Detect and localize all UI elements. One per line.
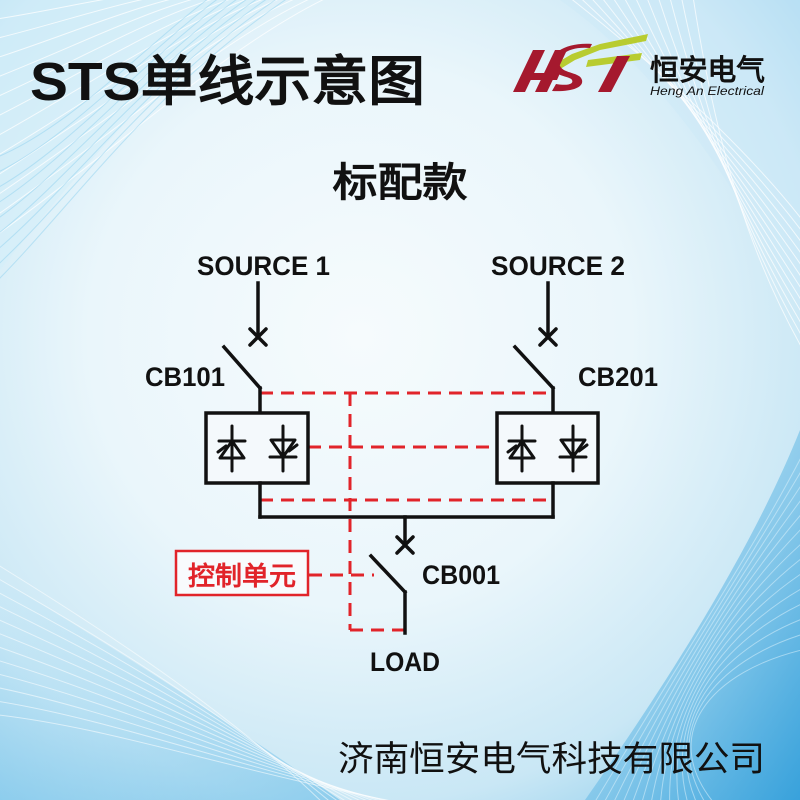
decor-swirl-line bbox=[0, 0, 246, 136]
thyristor-symbol-reverse bbox=[268, 424, 299, 473]
source-1-branch bbox=[221, 281, 268, 415]
decor-swirl-line bbox=[623, 500, 800, 800]
thyristor-symbol-forward bbox=[506, 424, 537, 473]
cb001-switch-blade bbox=[368, 553, 408, 595]
source-2-branch bbox=[512, 281, 558, 415]
cb101-switch-blade bbox=[221, 344, 263, 391]
decor-swirl-line bbox=[581, 0, 800, 230]
logo-stem bbox=[598, 56, 630, 92]
decor-swirl-line bbox=[0, 0, 208, 157]
decor-swirl-line bbox=[0, 0, 192, 77]
decor-swirl-line bbox=[0, 0, 104, 19]
thyristor-gate bbox=[216, 444, 228, 454]
decor-swirl-line bbox=[0, 0, 277, 264]
decor-swirl-line bbox=[632, 514, 800, 800]
output-branch bbox=[368, 515, 415, 635]
control-unit: 控制单元 bbox=[174, 549, 310, 597]
decor-swirl-line bbox=[0, 0, 170, 58]
thyristor-triangle bbox=[508, 439, 536, 460]
logo-crossbar bbox=[524, 73, 560, 80]
cb201-label: CB201 bbox=[578, 362, 658, 392]
cb201-trip-mark bbox=[538, 327, 558, 347]
diagram-subtitle: 标配款 bbox=[333, 161, 468, 205]
decor-swirl-line bbox=[681, 0, 800, 334]
decor-swirl-line bbox=[0, 701, 388, 800]
cb001-label: CB001 bbox=[422, 560, 500, 590]
cb101-label: CB101 bbox=[145, 362, 225, 392]
decor-swirl-line bbox=[0, 0, 230, 116]
decor-swirl-line bbox=[0, 0, 287, 279]
decor-swirl-line bbox=[0, 0, 257, 233]
source-2-label: SOURCE 2 bbox=[491, 251, 625, 281]
decor-swirl-line bbox=[0, 0, 267, 249]
decor-swirl-line bbox=[595, 458, 800, 800]
thyristor-triangle bbox=[559, 438, 587, 459]
trip-mark-stroke bbox=[395, 535, 415, 555]
decor-swirl-line bbox=[669, 574, 800, 800]
decor-swirl-line bbox=[693, 0, 800, 346]
thyristor-gate bbox=[577, 443, 589, 453]
decor-swirl-line bbox=[0, 0, 237, 203]
logo-curve bbox=[549, 43, 592, 92]
decor-swirl-line bbox=[0, 0, 324, 234]
thyristor-module-right bbox=[495, 411, 600, 485]
decor-swirl-line bbox=[670, 0, 800, 323]
logo-swoosh bbox=[548, 34, 648, 74]
cb101-trip-mark bbox=[248, 327, 268, 347]
thyristor-symbol-reverse bbox=[558, 424, 589, 473]
decor-swirl-line bbox=[0, 0, 278, 175]
decor-swirl-line bbox=[0, 714, 390, 800]
thyristor-gate bbox=[287, 443, 299, 453]
decor-swirl-line bbox=[651, 544, 800, 800]
logo-name-en: Heng An Electrical bbox=[650, 84, 764, 98]
decor-swirl-line bbox=[614, 486, 800, 800]
decor-swirl-line bbox=[690, 649, 800, 800]
decor-swirl-line bbox=[0, 0, 143, 39]
decor-swirl-line bbox=[0, 0, 212, 97]
decor-swirl-line bbox=[592, 0, 800, 242]
top-left-light-band bbox=[0, 0, 270, 270]
decor-swirl-line bbox=[0, 0, 247, 218]
control-unit-box bbox=[174, 549, 310, 597]
decor-swirl-line bbox=[571, 0, 800, 218]
top-right-light-band bbox=[560, 0, 800, 310]
cb001-trip-mark bbox=[395, 535, 415, 555]
decor-swirl-line bbox=[660, 559, 800, 800]
trip-mark-stroke bbox=[248, 327, 268, 347]
company-name-footer: 济南恒安电气科技有限公司 bbox=[338, 740, 765, 779]
bottom-right-wave bbox=[585, 430, 800, 800]
page-title: STS单线示意图 bbox=[30, 52, 425, 112]
company-logo: 恒安电气 Heng An Electrical bbox=[513, 34, 765, 98]
decor-swirl-line bbox=[0, 0, 227, 187]
thyristor-module-left bbox=[204, 411, 310, 485]
decor-swirl-line bbox=[0, 0, 294, 194]
control-signal-lines bbox=[260, 391, 553, 632]
decor-swirl-line bbox=[0, 0, 218, 172]
logo-stroke-left bbox=[513, 50, 545, 92]
source-1-label: SOURCE 1 bbox=[197, 251, 330, 281]
trip-mark-stroke bbox=[538, 327, 558, 347]
thyristor-symbol-forward bbox=[216, 424, 247, 473]
decor-swirl-line bbox=[685, 619, 800, 800]
control-unit-label: 控制单元 bbox=[188, 561, 296, 591]
logo-name-cn: 恒安电气 bbox=[650, 54, 765, 87]
load-label: LOAD bbox=[370, 647, 440, 677]
cb201-switch-blade bbox=[512, 344, 556, 391]
decor-swirl-line bbox=[681, 604, 800, 800]
thyristor-triangle bbox=[269, 438, 297, 459]
decor-swirl-line bbox=[676, 589, 800, 800]
decor-swirl-line bbox=[0, 0, 263, 155]
logo-mark bbox=[513, 34, 648, 92]
decor-swirl-line bbox=[604, 472, 800, 800]
decor-swirl-line bbox=[688, 634, 800, 800]
decor-swirl-line bbox=[642, 529, 800, 800]
thyristor-gate bbox=[506, 444, 518, 454]
thyristor-triangle bbox=[218, 439, 246, 460]
